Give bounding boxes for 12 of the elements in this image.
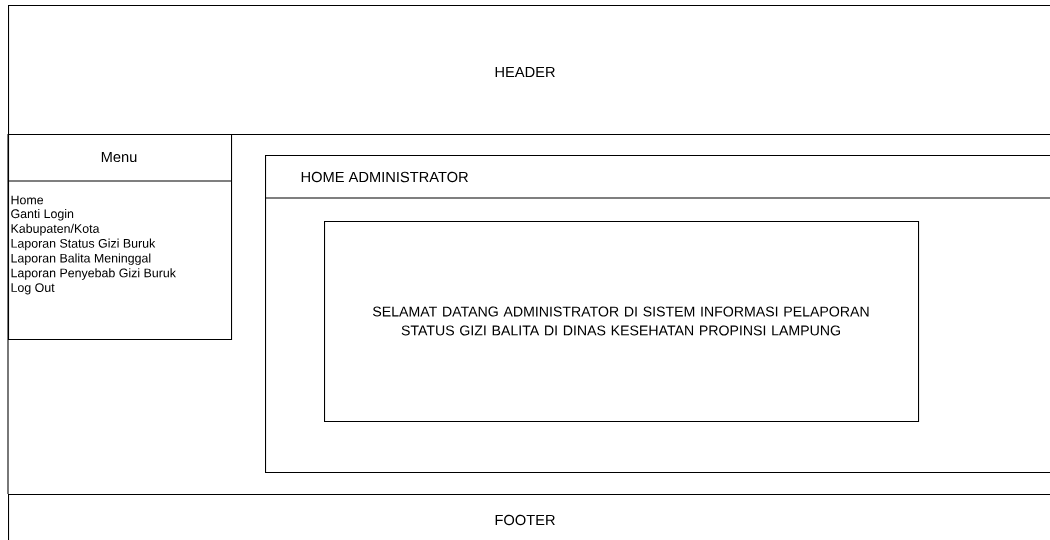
menu-link: Laporan Penyebab Gizi Buruk — [11, 268, 176, 280]
band-label: FOOTER — [495, 514, 555, 526]
menu-link: Laporan Status Gizi Buruk — [11, 238, 156, 251]
menu-link: Kabupaten/Kota — [11, 223, 100, 236]
menu-link: Ganti Login — [11, 209, 74, 221]
menu-link: Laporan Balita Meninggal — [11, 253, 151, 265]
panel-title: HOME ADMINISTRATOR — [301, 171, 468, 183]
welcome-text: SELAMAT DATANG ADMINISTRATOR DI SISTEM INFORMASI PELAPORAN STATUS GIZI BALITA DI DINAS KESEHATAN PROPINSI LAMPUNG — [373, 306, 869, 336]
menu-link: Log Out — [11, 283, 55, 295]
menu-title: Menu — [101, 151, 137, 163]
menu-link: Home — [11, 195, 44, 205]
band-label: HEADER — [495, 66, 555, 78]
